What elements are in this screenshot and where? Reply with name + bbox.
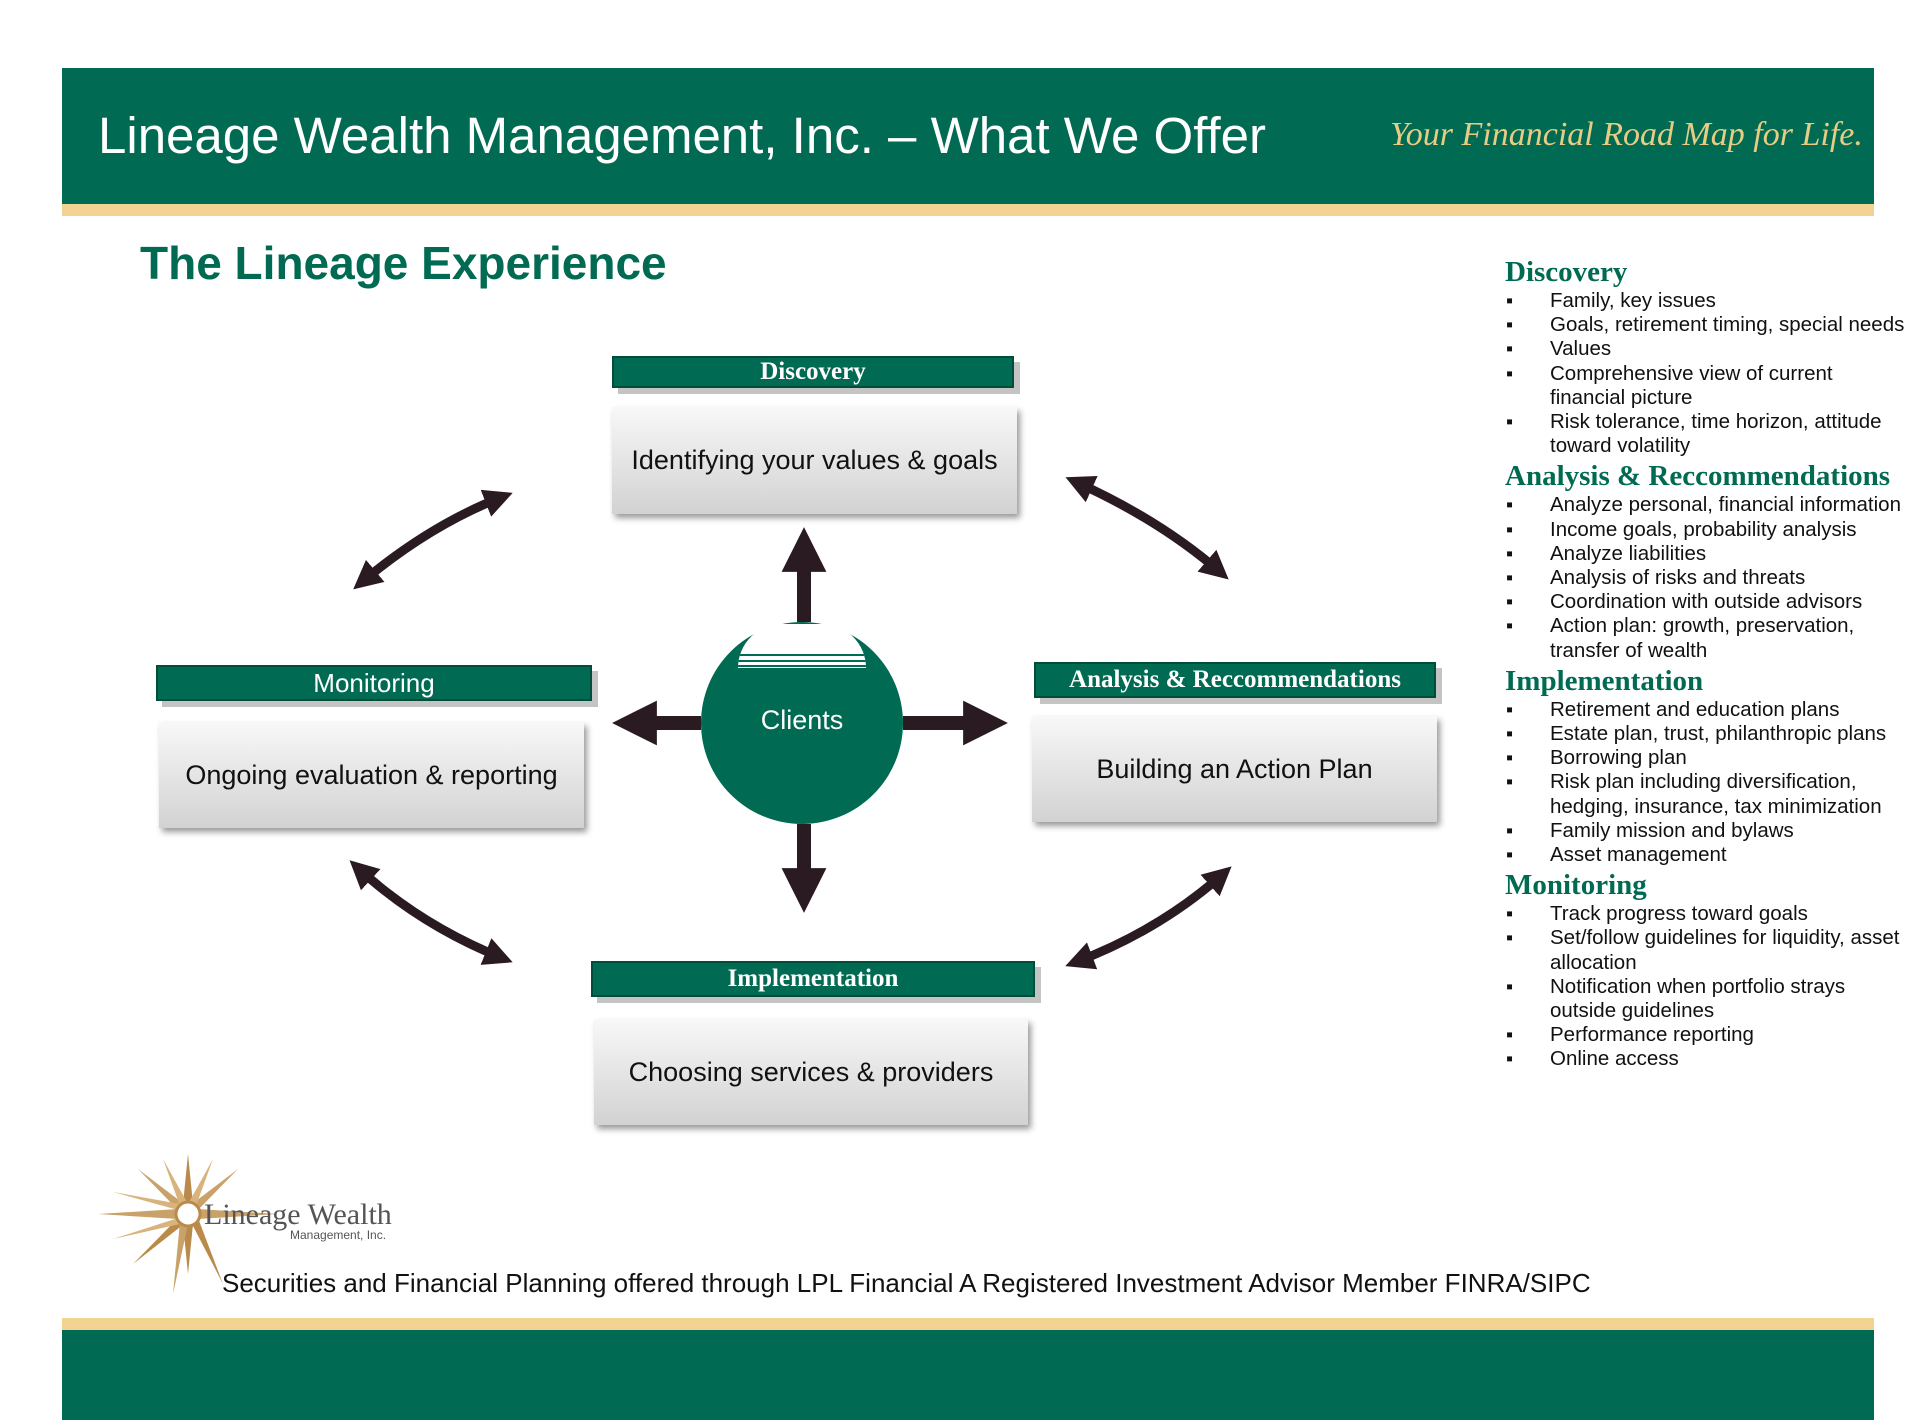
sidebar-list: Family, key issues Goals, retirement tim… [1505, 289, 1905, 458]
sidebar-section-implementation: Implementation Retirement and education … [1505, 664, 1905, 868]
list-item: Notification when portfolio strays outsi… [1505, 975, 1905, 1023]
sidebar: Discovery Family, key issues Goals, reti… [1505, 256, 1905, 1074]
list-item: Analyze personal, financial information [1505, 493, 1905, 517]
sidebar-heading: Discovery [1505, 256, 1628, 288]
list-item: Risk plan including diversification, hed… [1505, 770, 1905, 818]
stage-box-analysis: Building an Action Plan [1032, 716, 1437, 822]
list-item: Family, key issues [1505, 289, 1905, 313]
list-item: Coordination with outside advisors [1505, 590, 1905, 614]
stage-box-discovery: Identifying your values & goals [612, 407, 1017, 514]
header-band [62, 68, 1874, 204]
list-item: Analysis of risks and threats [1505, 566, 1905, 590]
logo-subtext: Management, Inc. [290, 1228, 387, 1242]
list-item: Risk tolerance, time horizon, attitude t… [1505, 410, 1905, 458]
list-item: Analyze liabilities [1505, 542, 1905, 566]
logo-text: Lineage Wealth [204, 1198, 392, 1231]
sun-logo-icon [98, 1154, 278, 1294]
sidebar-heading: Implementation [1505, 664, 1704, 697]
header-gold-stripe [62, 204, 1874, 216]
list-item: Values [1505, 337, 1905, 361]
stage-box-monitoring: Ongoing evaluation & reporting [159, 722, 584, 828]
sidebar-list: Retirement and education plans Estate pl… [1505, 698, 1905, 868]
sidebar-section-analysis: Analysis & Reccommendations Analyze pers… [1505, 460, 1905, 662]
list-item: Estate plan, trust, philanthropic plans [1505, 722, 1905, 746]
arrow-discovery-analysis [1065, 476, 1229, 580]
phase-label-discovery: Discovery [612, 356, 1014, 388]
sidebar-list: Analyze personal, financial information … [1505, 493, 1905, 662]
clients-circle-highlight [738, 624, 866, 668]
list-item: Comprehensive view of current financial … [1505, 362, 1905, 410]
list-item: Income goals, probability analysis [1505, 518, 1905, 542]
section-title: The Lineage Experience [140, 237, 667, 289]
footer-band [62, 1330, 1874, 1420]
footer-disclaimer: Securities and Financial Planning offere… [222, 1268, 1591, 1298]
list-item: Performance reporting [1505, 1023, 1905, 1047]
page-title: Lineage Wealth Management, Inc. – What W… [98, 107, 1266, 164]
footer-gold-stripe [62, 1318, 1874, 1330]
arrow-analysis-implementation [1065, 866, 1232, 970]
list-item: Retirement and education plans [1505, 698, 1905, 722]
sidebar-list: Track progress toward goals Set/follow g… [1505, 902, 1905, 1072]
list-item: Track progress toward goals [1505, 902, 1905, 926]
arrow-implementation-monitoring [349, 860, 513, 965]
list-item: Set/follow guidelines for liquidity, ass… [1505, 926, 1905, 974]
list-item: Goals, retirement timing, special needs [1505, 313, 1905, 337]
clients-label: Clients [760, 705, 844, 735]
list-item: Family mission and bylaws [1505, 819, 1905, 843]
sidebar-section-monitoring: Monitoring Track progress toward goals S… [1505, 869, 1905, 1072]
arrow-monitoring-discovery [353, 489, 513, 590]
list-item: Asset management [1505, 843, 1905, 867]
sidebar-section-discovery: Discovery Family, key issues Goals, reti… [1505, 256, 1905, 458]
list-item: Borrowing plan [1505, 746, 1905, 770]
phase-label-monitoring: Monitoring [156, 665, 592, 701]
stage-box-implementation: Choosing services & providers [594, 1019, 1028, 1125]
phase-label-implementation: Implementation [591, 961, 1035, 997]
sidebar-heading: Monitoring [1505, 869, 1647, 902]
phase-label-analysis: Analysis & Reccommendations [1034, 662, 1436, 698]
list-item: Online access [1505, 1047, 1905, 1071]
sidebar-heading: Analysis & Reccommendations [1505, 460, 1891, 493]
list-item: Action plan: growth, preservation, trans… [1505, 614, 1905, 662]
header-tagline: Your Financial Road Map for Life. [1390, 116, 1863, 153]
